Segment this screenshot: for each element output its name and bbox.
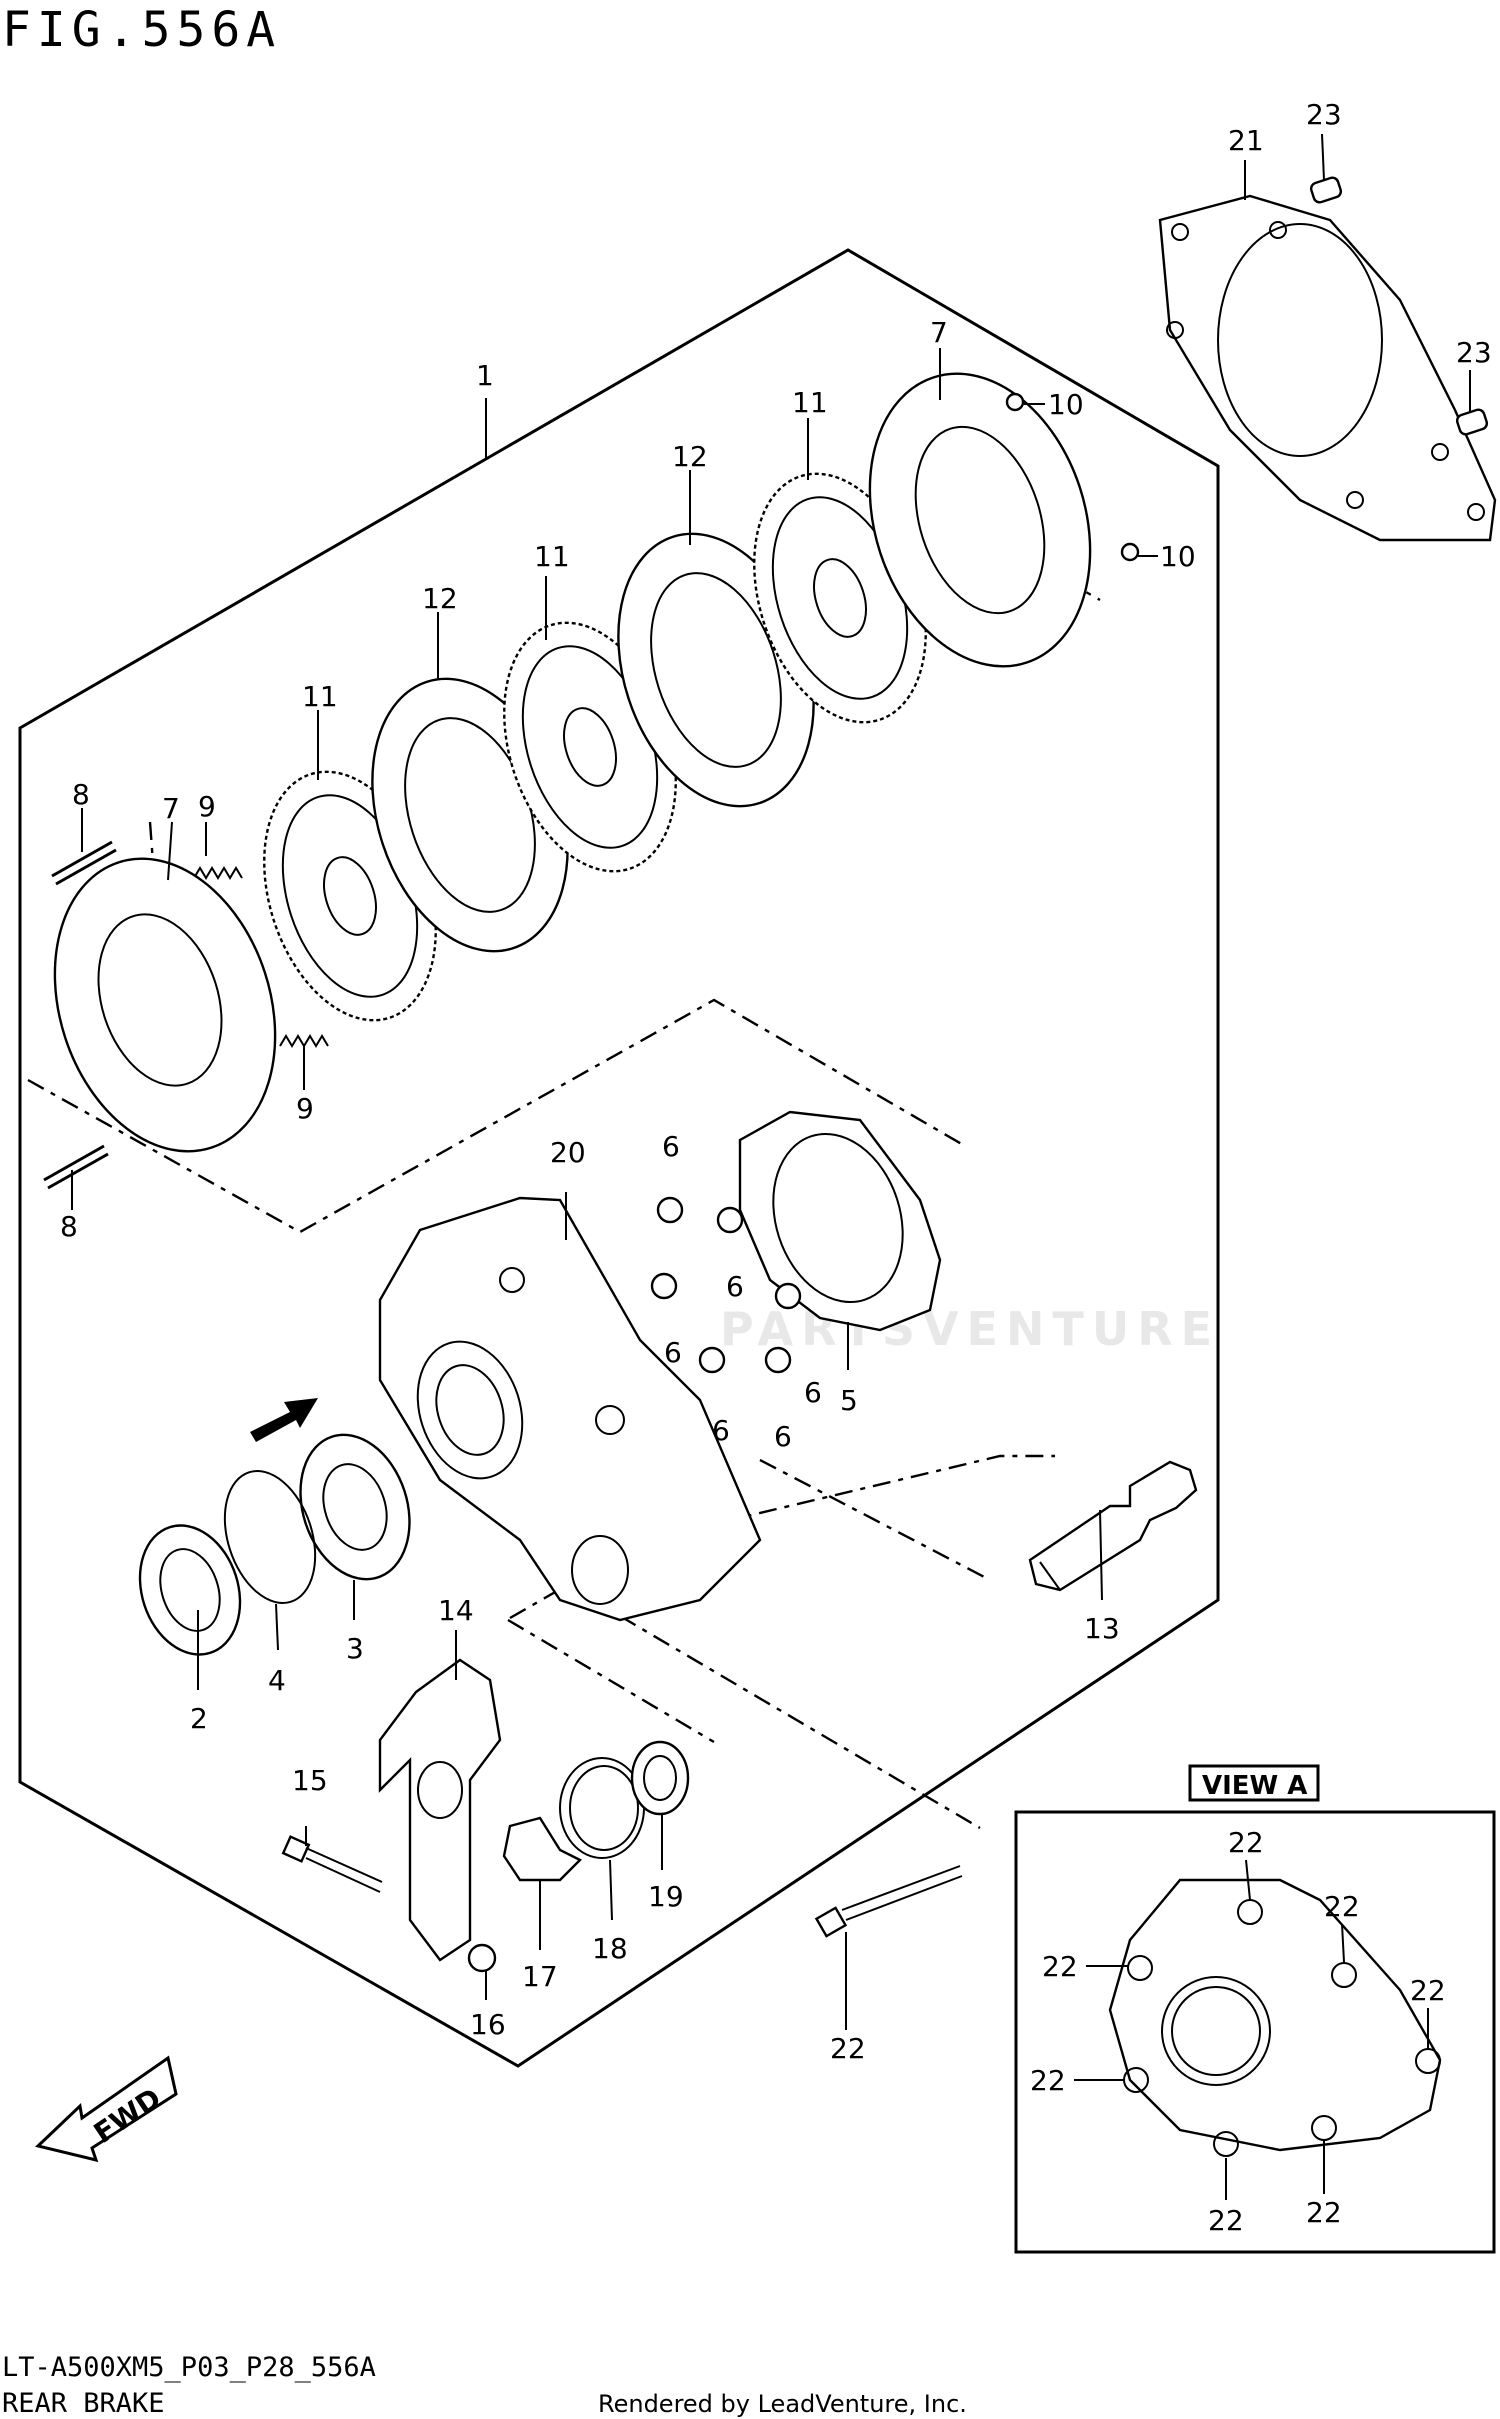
spring-part-9-upper [193,866,243,880]
callout-6-c: 6 [664,1336,682,1369]
callout-21: 21 [1228,124,1264,157]
bracket-part-14 [378,1658,502,1962]
circlip-part-4 [223,1470,317,1604]
pin-part-8-upper [51,840,117,886]
render-credit: Rendered by LeadVenture, Inc. [598,2390,967,2418]
callout-14: 14 [438,1594,474,1627]
ball-part-6-f [764,1346,792,1374]
callout-23-a: 23 [1306,98,1342,131]
callout-5: 5 [840,1384,858,1417]
callout-4: 4 [268,1664,286,1697]
callout-8-a: 8 [72,778,90,811]
ball-part-6-d [774,1282,802,1310]
callout-13: 13 [1084,1612,1120,1645]
section-title: REAR BRAKE [2,2388,165,2419]
callout-7-a: 7 [162,792,180,825]
callout-15: 15 [292,1764,328,1797]
dowel-part-23-upper [1309,176,1343,204]
pin-part-8-lower [43,1144,109,1190]
callout-8-b: 8 [60,1210,78,1243]
callout-6-f: 6 [774,1420,792,1453]
view-callout-22-f: 22 [1208,2204,1244,2237]
watermark: PARTSVENTURE [720,1302,1220,1356]
callout-18: 18 [592,1932,628,1965]
callout-17: 17 [522,1960,558,1993]
dash-guide-bolt [619,1614,981,1830]
callout-20: 20 [550,1136,586,1169]
ball-part-6-e [698,1346,726,1374]
callout-12-b: 12 [672,440,708,473]
diagram-code: LT-A500XM5_P03_P28_556A [2,2352,376,2383]
callout-23-b: 23 [1456,336,1492,369]
view-callout-22-e: 22 [1030,2064,1066,2097]
view-callout-22-g: 22 [1306,2196,1342,2229]
callout-11-a: 11 [302,680,338,713]
dash-guide-bracket [507,1618,715,1744]
callout-10-a: 10 [1048,388,1084,421]
pressure-plate-part-7-rear [868,372,1092,668]
view-a-box [1014,1810,1496,2254]
nut-part-16 [467,1943,497,1973]
lever-part-17 [502,1816,583,1882]
bolt-part-22 [814,1865,963,1938]
view-a-label-box [1188,1764,1320,1802]
pressure-plate-part-7-front [53,857,277,1153]
dowel-part-23-lower [1455,408,1489,436]
callout-6-a: 6 [662,1130,680,1163]
view-a-cover [1108,1878,1442,2157]
washer-part-10-lower [1120,542,1140,562]
seal-part-19 [630,1740,690,1816]
callout-7-b: 7 [930,316,948,349]
callout-9-a: 9 [198,790,216,823]
figure-title: FIG.556A [2,2,282,58]
callout-10-b: 10 [1160,540,1196,573]
callout-16: 16 [470,2008,506,2041]
brake-shaft-part-13 [1028,1460,1198,1592]
oil-seal-part-2 [138,1524,242,1656]
gasket-part-21 [1158,194,1497,542]
view-callout-22-b: 22 [1324,1890,1360,1923]
bolt-part-15 [281,1835,383,1893]
brake-housing-part-20 [378,1196,762,1622]
callout-2: 2 [190,1702,208,1735]
callout-6-d: 6 [804,1376,822,1409]
callout-1: 1 [476,359,494,392]
callout-9-b: 9 [296,1092,314,1125]
assembly-outline [18,248,1220,2068]
washer-part-10-upper [1005,392,1025,412]
callout-12-a: 12 [422,582,458,615]
callout-11-b: 11 [534,540,570,573]
view-callout-22-c: 22 [1410,1974,1446,2007]
leader-lines [71,133,1471,2200]
view-direction-arrow-icon [250,1398,318,1442]
cam-plate-part-5 [738,1110,942,1332]
callout-11-c: 11 [792,386,828,419]
bearing-part-3 [299,1433,411,1581]
view-callout-22-d: 22 [1042,1950,1078,1983]
ball-part-6-c [650,1272,678,1300]
spring-part-9-lower [279,1034,329,1048]
dash-guide-shaft [759,1458,991,1582]
ball-part-6-a [656,1196,684,1224]
fwd-arrow-icon: FWD [34,2055,178,2163]
callout-6-b: 6 [726,1270,744,1303]
ball-part-6-b [716,1206,744,1234]
callout-6-e: 6 [712,1414,730,1447]
view-a-label: VIEW A [1202,1771,1307,1801]
callout-19: 19 [648,1880,684,1913]
callout-3: 3 [346,1632,364,1665]
callout-22-main: 22 [830,2032,866,2065]
view-callout-22-a: 22 [1228,1826,1264,1859]
dash-guide-disc [27,998,966,1234]
